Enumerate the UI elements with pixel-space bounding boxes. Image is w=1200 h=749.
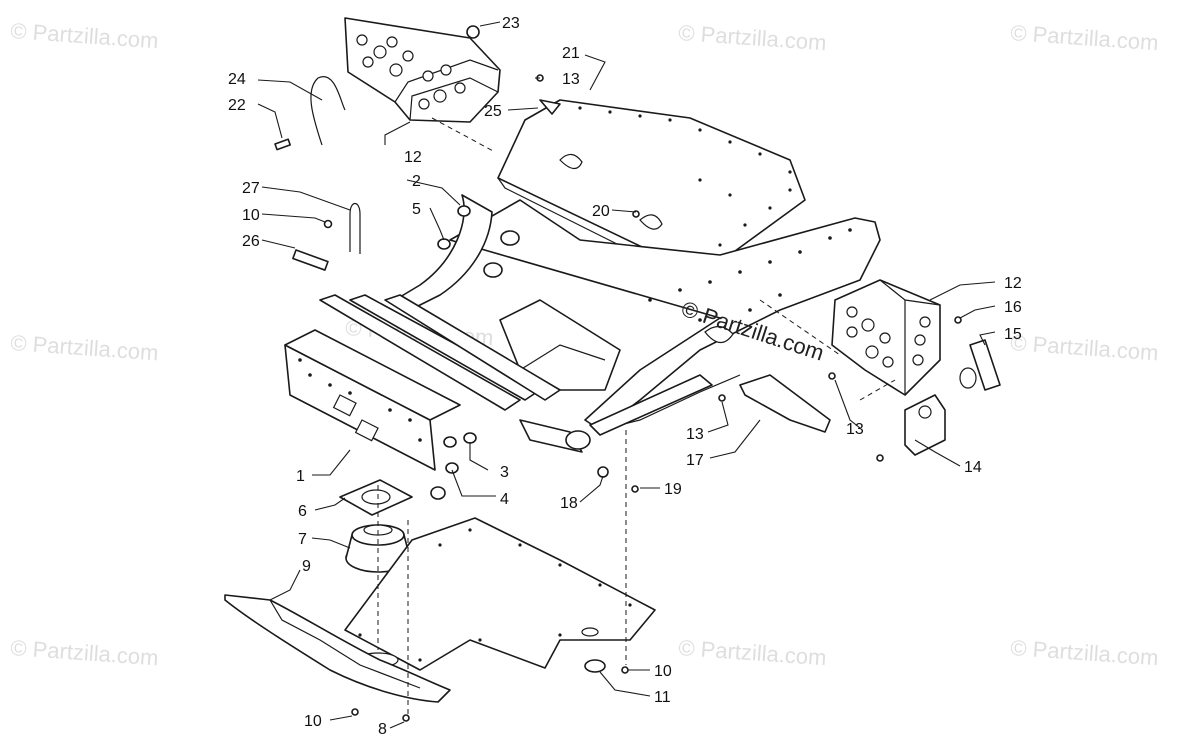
callout-26: 26 bbox=[242, 233, 260, 250]
callout-4: 4 bbox=[500, 491, 509, 508]
callout-18: 18 bbox=[560, 495, 578, 512]
skid-plate-9 bbox=[224, 594, 451, 703]
callout-24: 24 bbox=[228, 71, 246, 88]
callout-2: 2 bbox=[412, 173, 421, 190]
watermark: © Partzilla.com bbox=[10, 18, 160, 53]
assembly-lines bbox=[377, 117, 896, 718]
footrest-bracket-right bbox=[831, 279, 941, 396]
callout-1: 1 bbox=[296, 468, 305, 485]
callout-12: 12 bbox=[1004, 275, 1022, 292]
callout-14: 14 bbox=[964, 459, 982, 476]
callout-17: 17 bbox=[686, 452, 704, 469]
main-frame bbox=[284, 194, 881, 471]
watermark: © Partzilla.com bbox=[10, 635, 160, 670]
watermark: © Partzilla.com bbox=[10, 330, 160, 365]
callout-16: 16 bbox=[1004, 299, 1022, 316]
footrest-bracket-left bbox=[344, 17, 501, 123]
callout-21: 21 bbox=[562, 45, 580, 62]
callout-8: 8 bbox=[378, 721, 387, 738]
watermark: © Partzilla.com bbox=[1010, 20, 1160, 55]
callout-10: 10 bbox=[304, 713, 322, 730]
callout-19: 19 bbox=[664, 481, 682, 498]
callout-labels: 23 21 13 24 25 22 12 27 2 5 20 10 26 12 … bbox=[228, 15, 1022, 738]
watermark: © Partzilla.com bbox=[678, 635, 828, 670]
hardware bbox=[274, 25, 962, 722]
callout-6: 6 bbox=[298, 503, 307, 520]
callout-10: 10 bbox=[242, 207, 260, 224]
callout-27: 27 bbox=[242, 180, 260, 197]
callout-7: 7 bbox=[298, 531, 307, 548]
plate-17 bbox=[739, 374, 831, 433]
watermark: © Partzilla.com bbox=[1010, 330, 1160, 365]
callout-13: 13 bbox=[562, 71, 580, 88]
callout-15: 15 bbox=[1004, 326, 1022, 343]
callout-22: 22 bbox=[228, 97, 246, 114]
callout-13: 13 bbox=[686, 426, 704, 443]
callout-13: 13 bbox=[846, 421, 864, 438]
callout-3: 3 bbox=[500, 464, 509, 481]
callout-23: 23 bbox=[502, 15, 520, 32]
callout-25: 25 bbox=[484, 103, 502, 120]
callout-11: 11 bbox=[654, 689, 671, 706]
callout-9: 9 bbox=[302, 558, 311, 575]
leader-lines bbox=[257, 21, 996, 729]
callout-10: 10 bbox=[654, 663, 672, 680]
strap-15 bbox=[959, 339, 1001, 391]
plate-6 bbox=[339, 479, 413, 516]
watermark: © Partzilla.com bbox=[1010, 635, 1160, 670]
watermark: © Partzilla.com bbox=[678, 20, 828, 55]
callout-12: 12 bbox=[404, 149, 422, 166]
callout-20: 20 bbox=[592, 203, 610, 220]
callout-5: 5 bbox=[412, 201, 421, 218]
